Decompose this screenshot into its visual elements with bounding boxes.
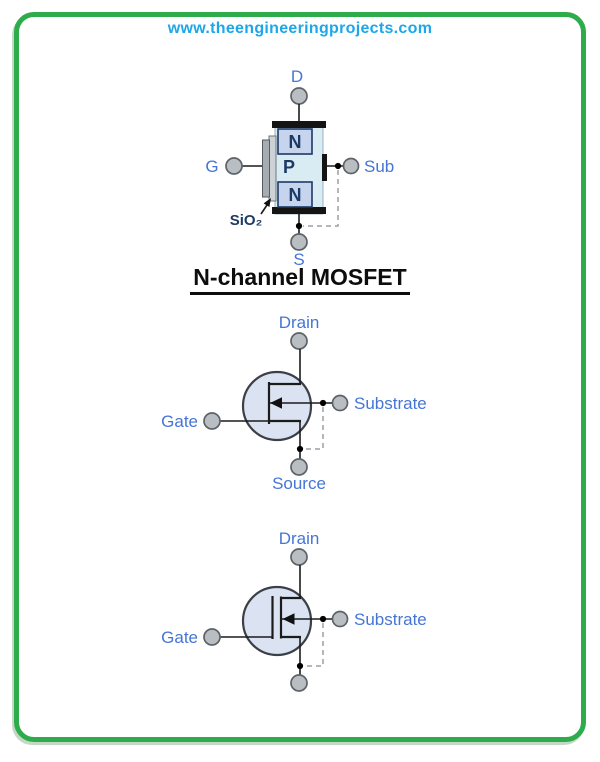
symbol1-source-label: Source bbox=[272, 474, 326, 493]
structure-gate-label: G bbox=[205, 157, 218, 176]
symbol1-gate-terminal bbox=[203, 412, 221, 430]
diagram-title-text: N-channel MOSFET bbox=[190, 264, 410, 295]
structure-n-region-bottom bbox=[277, 181, 313, 208]
structure-drain-contact-bar bbox=[272, 121, 326, 128]
structure-oxide-label: SiO₂ bbox=[230, 212, 263, 229]
structure-substrate-label: Sub bbox=[364, 157, 394, 176]
structure-oxide-callout-arrowhead bbox=[263, 198, 271, 207]
symbol2-substrate-junction-dot bbox=[319, 615, 327, 623]
symbol2-substrate-terminal bbox=[331, 610, 349, 628]
symbol1-substrate-source-dashed-link bbox=[304, 407, 324, 450]
structure-drain-label: D bbox=[291, 67, 303, 86]
structure-source-label: S bbox=[293, 250, 304, 269]
symbol2-drain-terminal bbox=[290, 548, 308, 566]
symbol2-source-terminal bbox=[290, 674, 308, 692]
structure-n-region-top bbox=[277, 128, 313, 155]
symbol1-substrate-junction-dot bbox=[319, 399, 327, 407]
symbol1-substrate-label: Substrate bbox=[354, 394, 427, 413]
symbol2-source-junction-dot bbox=[296, 662, 304, 670]
structure-oxide-callout-arrow-line bbox=[260, 204, 268, 215]
structure-p-region-label: P bbox=[283, 157, 295, 177]
structure-gate-oxide-bar bbox=[268, 135, 277, 202]
symbol2-gate-terminal bbox=[203, 628, 221, 646]
structure-substrate-source-dashed-link bbox=[303, 170, 339, 227]
structure-substrate-terminal bbox=[342, 157, 360, 175]
structure-n-region-top-label: N bbox=[289, 132, 302, 152]
website-url: www.theengineeringprojects.com bbox=[167, 20, 433, 37]
structure-n-region-bottom-label: N bbox=[289, 185, 302, 205]
mosfet-symbol-depletion: Drain Substrate Gate bbox=[161, 529, 427, 692]
symbol2-substrate-source-dashed-link bbox=[304, 623, 324, 667]
structure-substrate-contact-bar bbox=[322, 154, 327, 181]
symbol2-drain-label: Drain bbox=[279, 529, 320, 548]
structure-substrate-junction-dot bbox=[334, 162, 342, 170]
structure-gate-terminal bbox=[225, 157, 243, 175]
symbol2-substrate-label: Substrate bbox=[354, 610, 427, 629]
mosfet-structure-diagram: D N P N Sub G SiO₂ S bbox=[205, 67, 394, 269]
structure-source-junction-dot bbox=[295, 222, 303, 230]
mosfet-symbol-enhancement: Drain Substrate Gate Source bbox=[161, 313, 427, 493]
symbol1-substrate-arrowhead bbox=[270, 397, 282, 409]
diagram-title: N-channel MOSFET bbox=[0, 264, 600, 295]
symbol2-substrate-arrowhead bbox=[282, 613, 295, 625]
structure-gate-metal-bar bbox=[262, 139, 270, 198]
symbol1-source-junction-dot bbox=[296, 445, 304, 453]
structure-drain-terminal bbox=[290, 87, 308, 105]
structure-source-contact-bar bbox=[272, 207, 326, 214]
symbol2-gate-label: Gate bbox=[161, 628, 198, 647]
symbol1-gate-label: Gate bbox=[161, 412, 198, 431]
symbol1-drain-label: Drain bbox=[279, 313, 320, 332]
structure-source-terminal bbox=[290, 233, 308, 251]
symbol1-source-terminal bbox=[290, 458, 308, 476]
symbol1-drain-terminal bbox=[290, 332, 308, 350]
symbol1-substrate-terminal bbox=[331, 394, 349, 412]
